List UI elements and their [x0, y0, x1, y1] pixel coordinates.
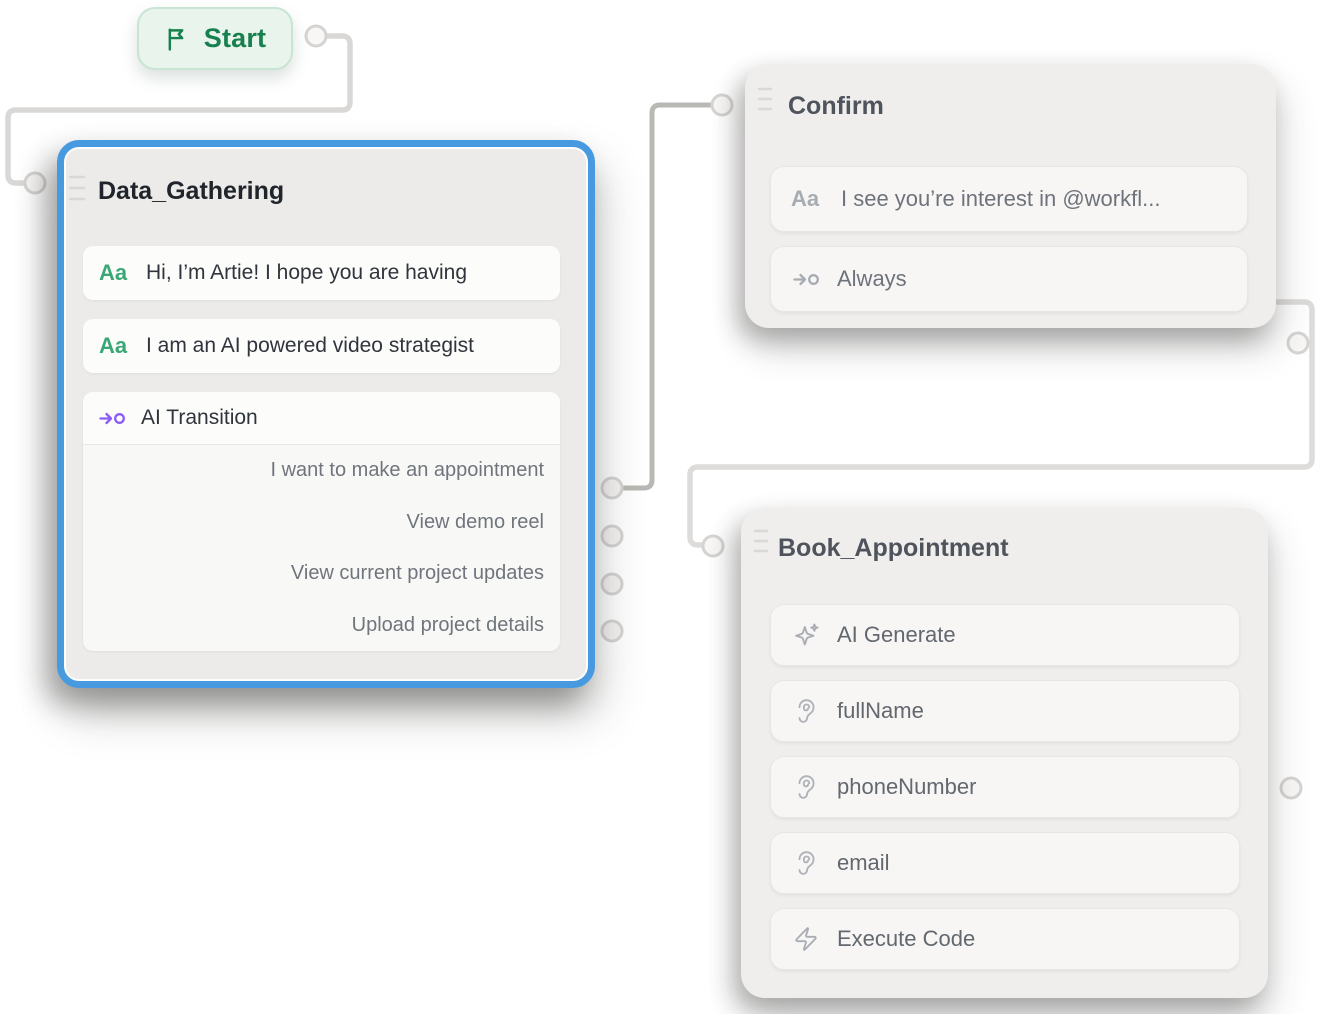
transition-icon — [99, 410, 126, 427]
port-data-gathering-input[interactable] — [23, 171, 47, 195]
ear-icon — [791, 774, 821, 800]
ai-generate-block[interactable]: AI Generate — [770, 604, 1240, 666]
execute-code-block[interactable]: Execute Code — [770, 908, 1240, 970]
message-block[interactable]: Aa I am an AI powered video strategist — [83, 319, 560, 373]
capture-block[interactable]: phoneNumber — [770, 756, 1240, 818]
text-block-icon: Aa — [99, 260, 128, 285]
capture-block[interactable]: fullName — [770, 680, 1240, 742]
always-transition-block[interactable]: Always — [770, 246, 1248, 312]
port-confirm-input[interactable] — [710, 93, 734, 117]
row-label: AI Generate — [837, 622, 956, 647]
ai-transition-label: AI Transition — [141, 406, 258, 429]
ai-transition-block[interactable]: AI Transition I want to make an appointm… — [83, 392, 560, 651]
start-label: Start — [203, 23, 267, 53]
text-block-icon: Aa — [791, 186, 820, 211]
node-title: Confirm — [788, 92, 884, 120]
transition-option[interactable]: Upload project details — [351, 613, 544, 636]
port-option-2-output[interactable] — [600, 524, 624, 548]
always-label: Always — [837, 266, 907, 291]
ear-icon — [791, 850, 821, 876]
transition-option[interactable]: View demo reel — [406, 510, 544, 533]
ai-transition-header[interactable]: AI Transition — [83, 392, 560, 445]
edge-confirm-to-book-appointment[interactable] — [687, 299, 1315, 548]
drag-handle-icon[interactable] — [68, 171, 86, 210]
transition-option[interactable]: View current project updates — [290, 562, 544, 585]
drag-handle-icon[interactable] — [753, 526, 769, 561]
bolt-icon — [791, 926, 821, 952]
node-title: Data_Gathering — [98, 177, 285, 205]
row-label: phoneNumber — [837, 774, 977, 799]
start-node[interactable]: Start — [137, 7, 293, 70]
message-text: I see you’re interest in @workfl... — [841, 186, 1161, 211]
ear-icon — [791, 698, 821, 724]
row-label: fullName — [837, 698, 924, 723]
port-confirm-always-output[interactable] — [1286, 331, 1310, 355]
port-book-appointment-output[interactable] — [1279, 776, 1303, 800]
transition-option[interactable]: I want to make an appointment — [270, 459, 545, 482]
edge-start-to-data-gathering[interactable] — [5, 33, 353, 186]
message-block[interactable]: Aa Hi, I’m Artie! I hope you are having — [83, 246, 560, 300]
port-book-appointment-input[interactable] — [701, 534, 725, 558]
message-text: Hi, I’m Artie! I hope you are having — [146, 261, 467, 284]
capture-block[interactable]: email — [770, 832, 1240, 894]
port-start-output[interactable] — [304, 24, 328, 48]
transition-icon — [791, 271, 821, 288]
node-data-gathering[interactable]: Data_Gathering Aa Hi, I’m Artie! I hope … — [57, 140, 595, 688]
text-block-icon: Aa — [99, 333, 128, 358]
row-label: email — [837, 850, 890, 875]
edge-data-gathering-to-confirm[interactable] — [612, 102, 713, 491]
node-title: Book_Appointment — [778, 534, 1009, 562]
port-option-1-output[interactable] — [600, 476, 624, 500]
node-book-appointment[interactable]: Book_Appointment AI Generate — [741, 508, 1268, 998]
node-confirm[interactable]: Confirm Aa I see you’re interest in @wor… — [745, 64, 1276, 328]
drag-handle-icon[interactable] — [757, 84, 773, 119]
flag-icon — [164, 25, 192, 53]
sparkles-icon — [791, 622, 821, 649]
port-option-3-output[interactable] — [600, 572, 624, 596]
port-option-4-output[interactable] — [600, 619, 624, 643]
message-text: I am an AI powered video strategist — [146, 334, 475, 357]
message-block[interactable]: Aa I see you’re interest in @workfl... — [770, 166, 1248, 232]
row-label: Execute Code — [837, 926, 976, 951]
